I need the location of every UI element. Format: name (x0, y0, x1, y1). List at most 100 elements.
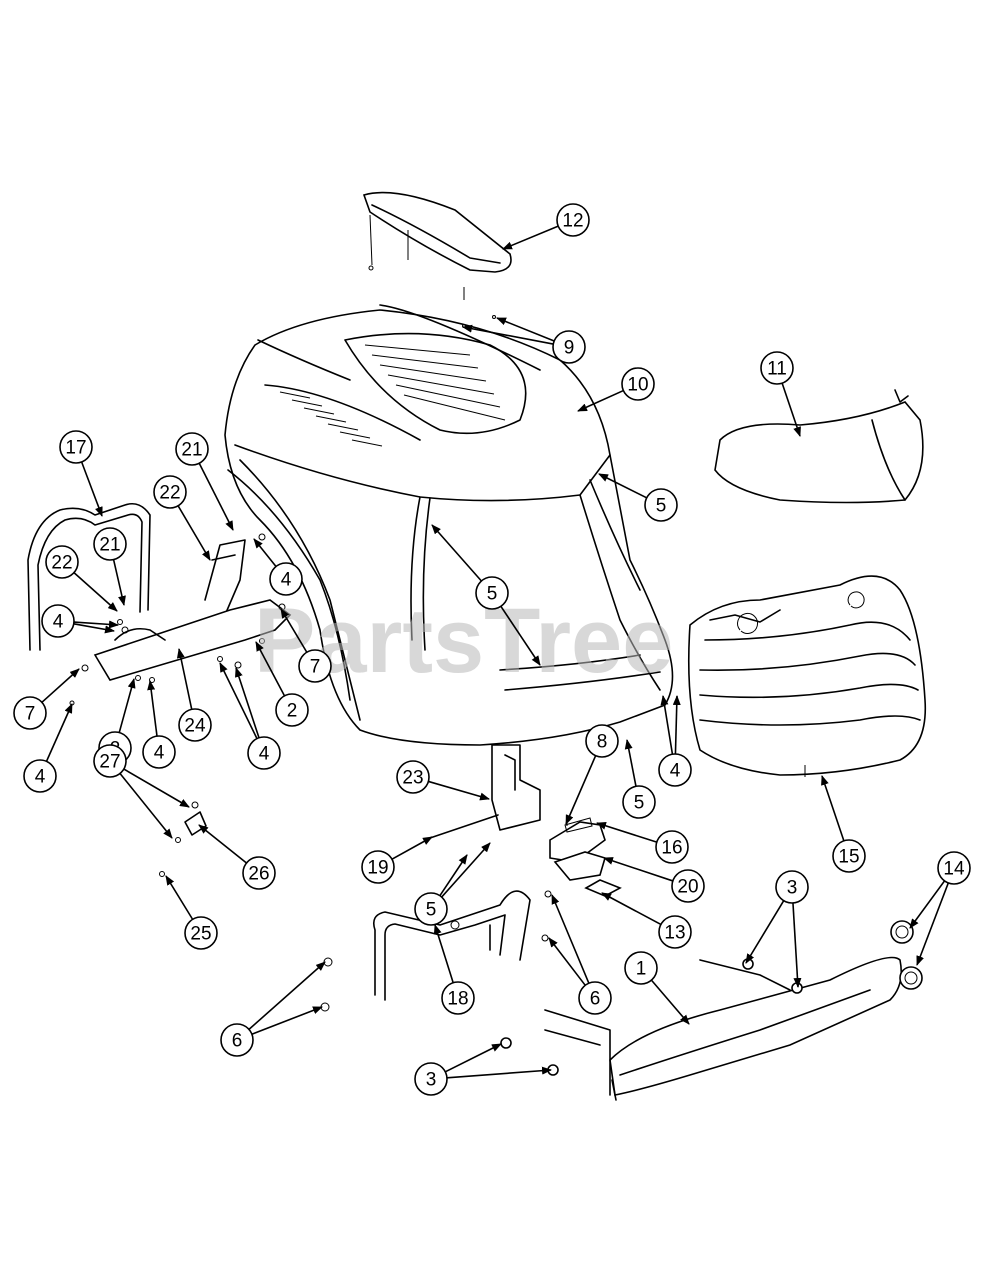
callout-leader-11 (781, 382, 801, 437)
callout-leader-2 (255, 641, 286, 697)
callout-leader-3 (745, 900, 785, 964)
callout-leader-5 (439, 854, 468, 897)
callout-leader-5 (441, 842, 491, 898)
callout-label: 7 (25, 704, 36, 725)
callout-leader-7 (41, 668, 80, 703)
callout-label: 4 (259, 744, 270, 765)
callout-label: 2 (287, 701, 298, 722)
part-14-bumper-caps (890, 920, 923, 990)
callout-label: 5 (487, 584, 498, 605)
callout-label: 26 (248, 864, 269, 885)
callout-label: 3 (787, 878, 798, 899)
callout-label: 17 (65, 438, 86, 459)
callout-18: 18 (441, 981, 475, 1015)
callout-4: 4 (247, 736, 281, 770)
callout-leader-4 (660, 695, 674, 755)
callout-leader-4 (73, 623, 115, 634)
callout-leader-21 (112, 559, 126, 606)
callout-19: 19 (361, 850, 395, 884)
callout-leader-24 (176, 648, 193, 710)
callout-24: 24 (178, 708, 212, 742)
callout-label: 18 (447, 989, 468, 1010)
callout-label: 21 (99, 535, 120, 556)
callout-label: 4 (35, 767, 46, 788)
callout-leader-9 (462, 324, 554, 345)
callout-label: 24 (184, 716, 206, 737)
callout-23: 23 (396, 760, 430, 794)
callout-leader-20 (603, 857, 674, 882)
callout-leader-13 (601, 892, 662, 926)
callout-leader-7 (280, 608, 308, 653)
callout-2: 2 (275, 693, 309, 727)
callout-leader-1 (650, 979, 690, 1025)
callout-leader-6 (551, 894, 590, 984)
callout-leader-26 (198, 824, 248, 864)
callout-label: 4 (670, 761, 681, 782)
callout-leader-3 (792, 902, 802, 988)
callout-label: 25 (190, 924, 211, 945)
part-17-hood-bracket (27, 502, 151, 651)
callout-14: 14 (937, 851, 971, 885)
callout-leader-6 (548, 937, 586, 986)
callout-leader-4 (253, 538, 277, 568)
callout-11: 11 (760, 351, 794, 385)
callout-leader-8 (565, 755, 597, 825)
callout-label: 11 (767, 359, 787, 380)
callout-label: 12 (562, 211, 583, 232)
callout-leader-10 (577, 389, 624, 412)
callout-25: 25 (184, 916, 218, 950)
callout-16: 16 (655, 830, 689, 864)
callout-label: 4 (53, 612, 64, 633)
callout-leader-14 (916, 882, 950, 966)
part-1-front-bumper (544, 956, 903, 1101)
callout-8: 8 (585, 724, 619, 758)
callout-6: 6 (578, 981, 612, 1015)
callout-label: 4 (154, 743, 165, 764)
callout-5: 5 (475, 576, 509, 610)
callout-20: 20 (671, 869, 705, 903)
callout-4: 4 (142, 735, 176, 769)
callout-label: 4 (281, 570, 292, 591)
callout-label: 13 (664, 923, 685, 944)
part-11-grille-top (714, 389, 924, 504)
callout-leader-14 (909, 880, 946, 929)
callout-15: 15 (832, 839, 866, 873)
callout-5: 5 (622, 785, 656, 819)
callout-leader-4 (219, 662, 258, 739)
part-10-hood (224, 304, 674, 746)
part-16-20-headlight-assembly (549, 817, 606, 881)
callout-leader-6 (248, 961, 326, 1030)
callout-3: 3 (775, 870, 809, 904)
callout-4: 4 (23, 759, 57, 793)
callout-leader-22 (73, 572, 118, 612)
callout-leader-19 (391, 836, 433, 860)
callout-5: 5 (414, 892, 448, 926)
callout-leader-5 (500, 605, 541, 666)
callout-leader-3 (444, 1043, 502, 1073)
callout-leader-4 (672, 695, 681, 755)
callout-label: 8 (597, 732, 608, 753)
callout-1: 1 (624, 951, 658, 985)
part-26-clip (159, 801, 207, 877)
callout-label: 21 (181, 440, 202, 461)
callout-leader-27 (123, 768, 190, 808)
callout-17: 17 (59, 430, 93, 464)
part-18-frame-bracket (320, 890, 552, 1012)
callout-label: 6 (232, 1031, 243, 1052)
callout-leader-3 (446, 1066, 552, 1079)
part-19-rod (429, 814, 499, 839)
callout-6: 6 (220, 1023, 254, 1057)
callout-21: 21 (93, 527, 127, 561)
callout-26: 26 (242, 856, 276, 890)
callout-leader-4 (235, 667, 260, 739)
callout-leader-25 (165, 875, 194, 920)
callout-leader-5 (598, 473, 648, 499)
callout-leader-22 (177, 505, 211, 561)
callout-leader-5 (431, 524, 483, 582)
callout-bubbles: 1291011517212221224457274242444823515272… (13, 203, 971, 1096)
callout-leader-16 (596, 821, 658, 843)
callout-leader-27 (119, 772, 173, 839)
part-24-latch-arm (69, 599, 292, 706)
callout-leader-9 (496, 317, 555, 342)
callout-13: 13 (658, 915, 692, 949)
